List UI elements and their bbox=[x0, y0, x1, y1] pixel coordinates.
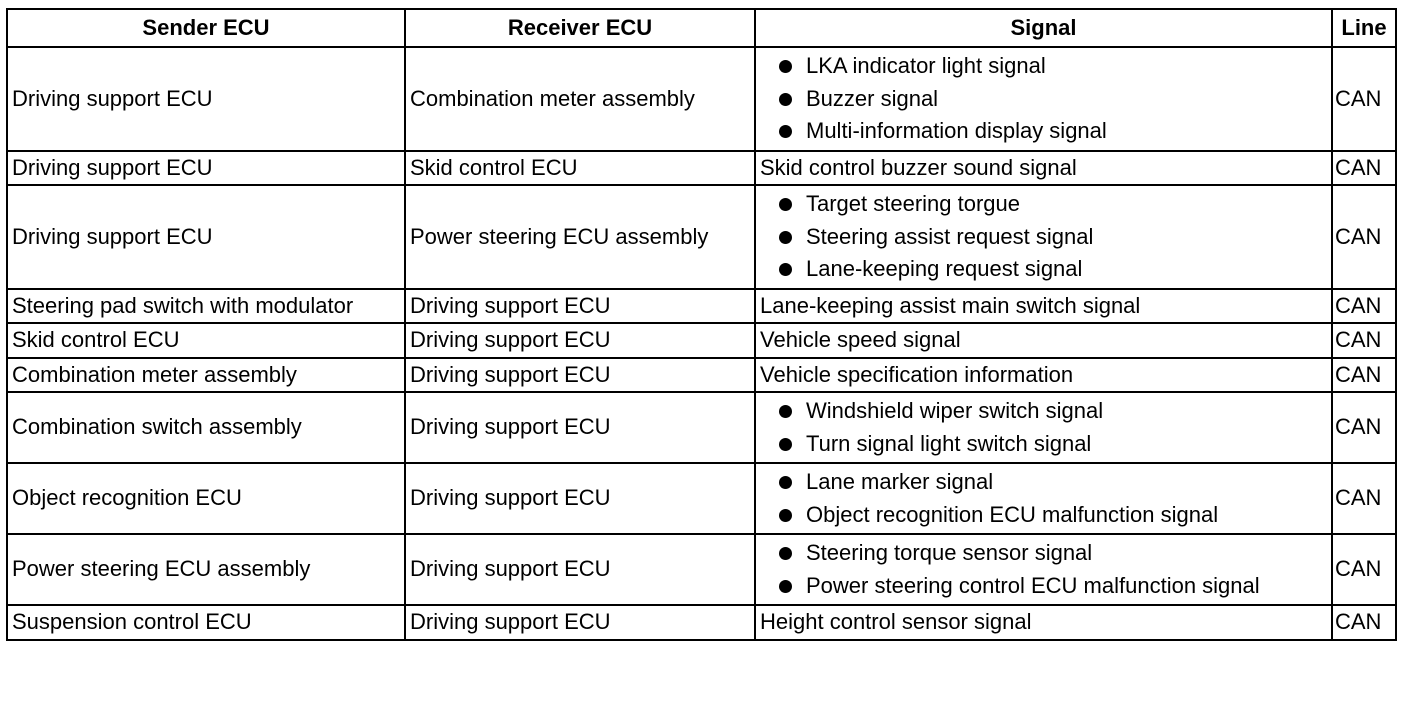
receiver-cell: Driving support ECU bbox=[404, 391, 756, 464]
receiver-cell: Skid control ECU bbox=[404, 149, 756, 186]
line-cell: CAN bbox=[1331, 46, 1397, 152]
signal-list-item: Target steering torgue bbox=[760, 188, 1327, 221]
receiver-cell: Combination meter assembly bbox=[404, 46, 756, 152]
line-cell: CAN bbox=[1331, 462, 1397, 535]
header-sender: Sender ECU bbox=[6, 8, 406, 48]
line-cell: CAN bbox=[1331, 356, 1397, 393]
sender-cell: Steering pad switch with modulator bbox=[6, 287, 406, 324]
line-cell: CAN bbox=[1331, 322, 1397, 359]
signal-list-item: Multi-information display signal bbox=[760, 115, 1327, 148]
receiver-cell: Driving support ECU bbox=[404, 533, 756, 606]
header-signal: Signal bbox=[754, 8, 1333, 48]
signal-list-item: Lane-keeping request signal bbox=[760, 253, 1327, 286]
header-line: Line bbox=[1331, 8, 1397, 48]
signal-cell: Vehicle speed signal bbox=[754, 322, 1333, 359]
sender-cell: Suspension control ECU bbox=[6, 604, 406, 641]
signal-list-item: Power steering control ECU malfunction s… bbox=[760, 570, 1327, 603]
line-cell: CAN bbox=[1331, 391, 1397, 464]
line-cell: CAN bbox=[1331, 533, 1397, 606]
signal-list-item: Turn signal light switch signal bbox=[760, 428, 1327, 461]
receiver-cell: Driving support ECU bbox=[404, 287, 756, 324]
signal-list-item: Steering assist request signal bbox=[760, 221, 1327, 254]
signal-list-item: Steering torque sensor signal bbox=[760, 537, 1327, 570]
sender-cell: Driving support ECU bbox=[6, 184, 406, 290]
sender-cell: Combination meter assembly bbox=[6, 356, 406, 393]
signal-list-item: LKA indicator light signal bbox=[760, 50, 1327, 83]
signal-list-item: Lane marker signal bbox=[760, 466, 1327, 499]
signal-list-item: Windshield wiper switch signal bbox=[760, 395, 1327, 428]
signal-cell: Height control sensor signal bbox=[754, 604, 1333, 641]
signal-table-container: Sender ECU Receiver ECU Signal Line Driv… bbox=[6, 8, 1397, 641]
receiver-cell: Driving support ECU bbox=[404, 356, 756, 393]
sender-cell: Combination switch assembly bbox=[6, 391, 406, 464]
line-cell: CAN bbox=[1331, 287, 1397, 324]
sender-cell: Skid control ECU bbox=[6, 322, 406, 359]
sender-cell: Object recognition ECU bbox=[6, 462, 406, 535]
receiver-cell: Driving support ECU bbox=[404, 462, 756, 535]
receiver-cell: Driving support ECU bbox=[404, 604, 756, 641]
signal-table: Sender ECU Receiver ECU Signal Line Driv… bbox=[6, 8, 1397, 641]
receiver-cell: Driving support ECU bbox=[404, 322, 756, 359]
signal-list-item: Buzzer signal bbox=[760, 83, 1327, 116]
receiver-cell: Power steering ECU assembly bbox=[404, 184, 756, 290]
line-cell: CAN bbox=[1331, 184, 1397, 290]
signal-cell: Skid control buzzer sound signal bbox=[754, 149, 1333, 186]
signal-cell: Lane-keeping assist main switch signal bbox=[754, 287, 1333, 324]
line-cell: CAN bbox=[1331, 604, 1397, 641]
line-cell: CAN bbox=[1331, 149, 1397, 186]
sender-cell: Driving support ECU bbox=[6, 46, 406, 152]
sender-cell: Power steering ECU assembly bbox=[6, 533, 406, 606]
signal-cell: Vehicle specification information bbox=[754, 356, 1333, 393]
header-row: Sender ECU Receiver ECU Signal Line bbox=[6, 8, 1397, 48]
sender-cell: Driving support ECU bbox=[6, 149, 406, 186]
header-receiver: Receiver ECU bbox=[404, 8, 756, 48]
signal-list-item: Object recognition ECU malfunction signa… bbox=[760, 499, 1327, 532]
